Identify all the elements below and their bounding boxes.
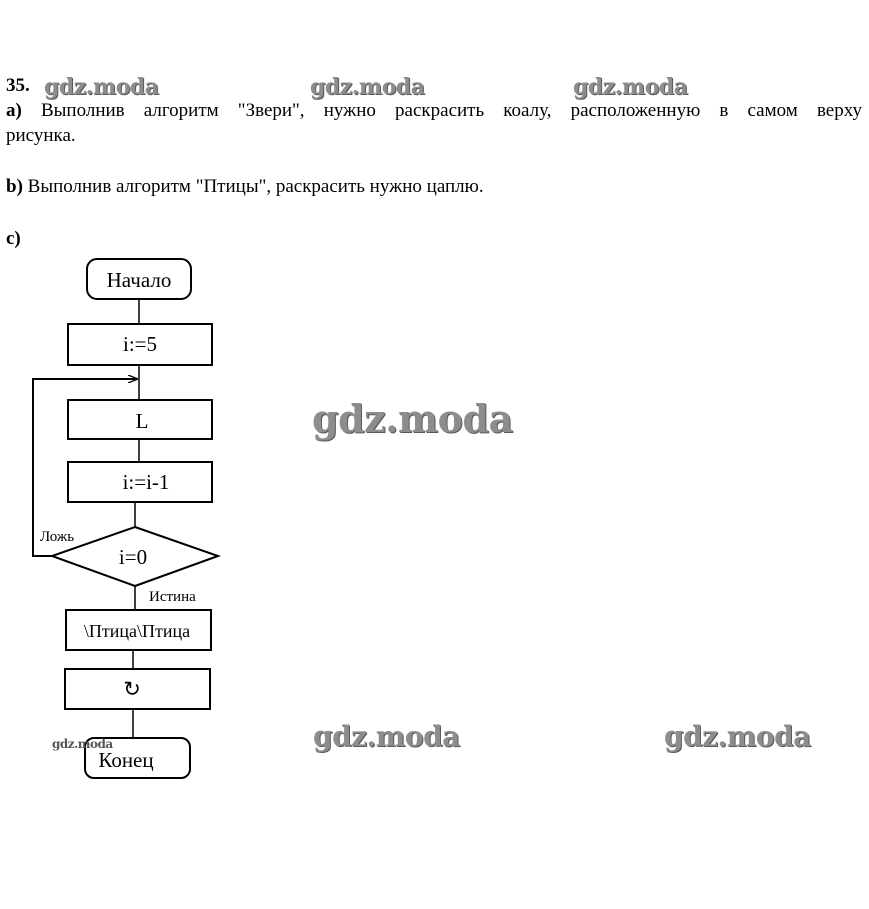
watermark-top-left: gdz.moda xyxy=(44,74,159,100)
loop-body-block xyxy=(67,399,213,440)
condition-label: i=0 xyxy=(119,545,147,569)
assign-block xyxy=(67,323,213,366)
loop-body-label: L xyxy=(136,409,149,433)
answer-a-text: Выполнив алгоритм "Звери", нужно раскрас… xyxy=(40,100,863,121)
answer-c-label: c) xyxy=(6,228,21,249)
decrement-block xyxy=(67,461,213,503)
true-label: Истина xyxy=(149,589,196,605)
final-action-block xyxy=(64,668,211,710)
problem-number: 35. xyxy=(6,75,30,96)
watermark-bottom-center: gdz.moda xyxy=(313,720,460,753)
watermark-middle: gdz.moda xyxy=(312,396,513,441)
action-block xyxy=(65,609,212,651)
start-label: Начало xyxy=(107,268,172,292)
watermark-tiny: gdz.moda xyxy=(52,737,113,751)
false-loop-line xyxy=(32,379,137,557)
answer-b: b) Выполнив алгоритм "Птицы", раскрасить… xyxy=(6,175,484,199)
answer-a-line2: рисунка. xyxy=(6,125,76,146)
end-label: Конец xyxy=(98,748,153,772)
watermark-top-right: gdz.moda xyxy=(573,74,688,100)
assign-label: i:=5 xyxy=(123,332,157,356)
answer-a-label: a) xyxy=(6,100,22,121)
false-label: Ложь xyxy=(40,529,74,545)
final-action-label: ↻ xyxy=(123,677,141,701)
answer-b-label: b) xyxy=(6,176,23,197)
action-label: \Птица\Птица xyxy=(84,621,190,641)
end-terminator xyxy=(84,737,191,779)
decrement-label: i:=i-1 xyxy=(123,470,170,494)
answer-a-line1: a) Выполнив алгоритм "Звери", нужно раск… xyxy=(6,99,862,123)
watermark-bottom-right: gdz.moda xyxy=(664,720,811,753)
watermark-top-center: gdz.moda xyxy=(310,74,425,100)
answer-b-text: Выполнив алгоритм "Птицы", раскрасить ну… xyxy=(27,176,484,197)
